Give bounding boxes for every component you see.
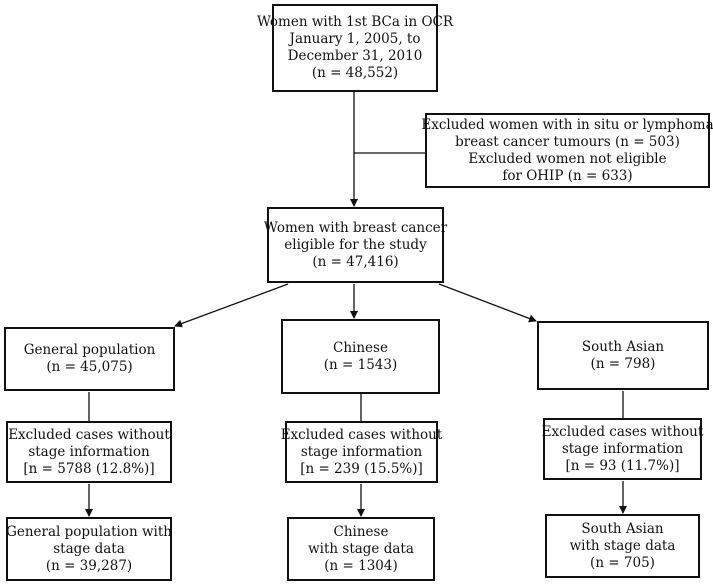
exclusions-box: Excluded women with in situ or lymphoma … xyxy=(421,113,713,188)
initial-cohort-line-3: December 31, 2010 xyxy=(287,48,423,64)
south-asian-final-line-2: with stage data xyxy=(569,537,676,554)
initial-cohort-box: Women with 1st BCa in OCR January 1, 200… xyxy=(257,4,453,92)
exclusions-line-4: for OHIP (n = 633) xyxy=(502,167,633,184)
general-excluded-line-2: stage information xyxy=(28,443,150,460)
south-asian-line-2: (n = 798) xyxy=(590,355,656,372)
chinese-final-line-3: (n = 1304) xyxy=(324,557,398,574)
general-excluded-line-1: Excluded cases without xyxy=(8,426,170,443)
chinese-excluded-box: Excluded cases without stage information… xyxy=(281,421,442,483)
general-excluded-box: Excluded cases without stage information… xyxy=(6,421,172,483)
chinese-final-line-2: with stage data xyxy=(308,540,414,557)
south-asian-final-box: South Asian with stage data (n = 705) xyxy=(545,514,700,578)
chinese-final-line-1: Chinese xyxy=(333,523,389,540)
initial-cohort-line-4: (n = 48,552) xyxy=(311,65,399,81)
general-final-box: General population with stage data (n = … xyxy=(6,517,172,581)
arrow-eligible-to-general xyxy=(174,283,289,328)
south-asian-box: South Asian (n = 798) xyxy=(537,321,709,390)
eligible-line-3: (n = 47,416) xyxy=(312,253,399,270)
general-final-line-3: (n = 39,287) xyxy=(45,557,133,574)
exclusions-line-3: Excluded women not eligible xyxy=(468,150,667,167)
general-final-line-1: General population with xyxy=(6,523,172,540)
chinese-excluded-line-3: [n = 239 (15.5%)] xyxy=(300,460,423,477)
arrow-eligible-to-south-asian xyxy=(438,283,537,323)
general-excluded-line-3: [n = 5788 (12.8%)] xyxy=(23,460,155,477)
south-asian-final-line-3: (n = 705) xyxy=(590,554,655,571)
general-population-line-1: General population xyxy=(23,342,156,358)
south-asian-excluded-line-2: stage information xyxy=(561,440,684,457)
general-final-line-2: stage data xyxy=(53,540,125,557)
south-asian-excluded-box: Excluded cases without stage information… xyxy=(541,418,704,480)
chinese-excluded-line-1: Excluded cases without xyxy=(280,426,443,443)
chinese-line-1: Chinese xyxy=(333,339,388,356)
initial-cohort-line-2: January 1, 2005, to xyxy=(289,31,421,47)
chinese-excluded-line-2: stage information xyxy=(300,443,423,460)
south-asian-line-1: South Asian xyxy=(581,338,665,355)
general-population-line-2: (n = 45,075) xyxy=(46,359,133,375)
exclusions-line-1: Excluded women with in situ or lymphoma xyxy=(421,116,713,133)
chinese-final-box: Chinese with stage data (n = 1304) xyxy=(287,517,435,581)
exclusions-line-2: breast cancer tumours (n = 503) xyxy=(455,133,680,150)
initial-cohort-line-1: Women with 1st BCa in OCR xyxy=(256,14,454,30)
chinese-line-2: (n = 1543) xyxy=(323,356,398,373)
eligible-line-2: eligible for the study xyxy=(284,236,427,253)
eligible-line-1: Women with breast cancer xyxy=(263,219,448,236)
chinese-box: Chinese (n = 1543) xyxy=(281,319,440,394)
south-asian-final-line-1: South Asian xyxy=(581,520,664,537)
eligible-box: Women with breast cancer eligible for th… xyxy=(263,207,448,283)
south-asian-excluded-line-1: Excluded cases without xyxy=(541,423,704,440)
general-population-box: General population (n = 45,075) xyxy=(4,327,175,391)
south-asian-excluded-line-3: [n = 93 (11.7%)] xyxy=(565,457,680,474)
